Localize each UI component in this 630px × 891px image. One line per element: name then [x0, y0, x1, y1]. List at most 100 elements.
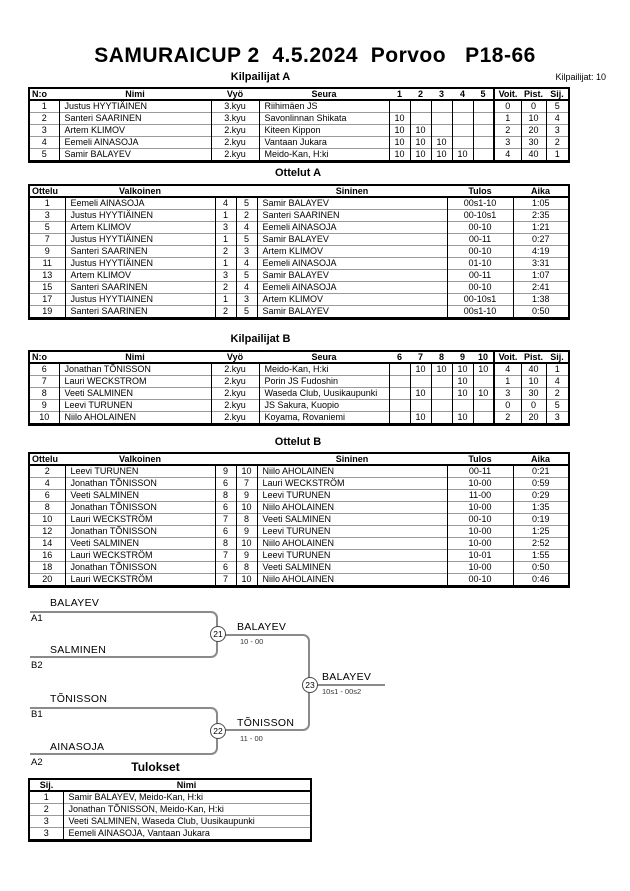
white-player: Santeri SAARINEN	[65, 305, 216, 319]
white-player: Lauri WECKSTRÖM	[65, 549, 216, 562]
header-row: Ottelu Valkoinen Sininen Tulos Aika	[29, 185, 569, 198]
match-number: 22	[213, 726, 223, 736]
score-cell: 10	[389, 112, 411, 125]
competitor-club: Koyama, Rovaniemi	[259, 411, 390, 425]
match-result: 00-11	[447, 233, 514, 246]
white-player: Jonathan TÕNISSON	[65, 477, 216, 490]
match-no: 14	[29, 537, 66, 550]
final-winner: BALAYEV	[322, 671, 372, 683]
match-time: 0:59	[513, 477, 569, 490]
blue-no: 4	[236, 221, 258, 234]
result-place: 3	[29, 815, 64, 828]
kilpailijat-a-table: N:o Nimi Vyö Seura 1 2 3 4 5 Voit. Pist.…	[28, 87, 570, 163]
col-wins: Voit.	[493, 351, 521, 364]
score-cell	[452, 112, 474, 125]
score-cell	[431, 387, 453, 400]
final-winner-line	[310, 684, 385, 686]
blue-player: Veeti SALMINEN	[257, 513, 448, 526]
finals-bracket: BALAYEV A1 SALMINEN B2 BALAYEV 10 - 00 2…	[0, 595, 630, 768]
white-no: 6	[215, 477, 237, 490]
match-row: 10 Lauri WECKSTRÖM 7 8 Veeti SALMINEN 00…	[29, 513, 569, 526]
bracket-player-name: TÕNISSON	[50, 693, 108, 705]
result-place: 3	[29, 827, 64, 841]
match-row: 19 Santeri SAARINEN 2 5 Samir BALAYEV 00…	[29, 305, 569, 319]
score-cell	[473, 112, 495, 125]
col-result: Tulos	[447, 453, 513, 466]
score-cell: 10	[410, 411, 432, 425]
match-result: 00-10	[447, 573, 514, 587]
participants-count: Kilpailijat: 10	[555, 72, 606, 82]
match-row: 11 Justus HYYTIÄINEN 1 4 Eemeli AINASOJA…	[29, 257, 569, 270]
competitor-no: 1	[29, 99, 60, 113]
competitor-name: Santeri SAARINEN	[59, 112, 212, 125]
white-player: Lauri WECKSTRÖM	[65, 513, 216, 526]
competitor-row: 3 Artem KLIMOV 2.kyu Kiteen Kippon 10 10…	[29, 124, 569, 137]
score-cell	[431, 375, 453, 388]
score-cell	[452, 399, 474, 412]
match-row: 1 Eemeli AINASOJA 4 5 Samir BALAYEV 00s1…	[29, 196, 569, 210]
col-white: Valkoinen	[65, 453, 215, 466]
match-time: 2:41	[513, 281, 569, 294]
match-time: 1:55	[513, 549, 569, 562]
col-club: Seura	[259, 351, 389, 364]
white-player: Justus HYYTIÄINEN	[65, 257, 216, 270]
competitor-wins: 2	[493, 124, 522, 137]
match-no: 4	[29, 477, 66, 490]
result-place: 2	[29, 803, 64, 816]
match-time: 0:50	[513, 561, 569, 574]
match-result: 11-00	[447, 489, 514, 502]
score-cell	[410, 399, 432, 412]
white-player: Leevi TURUNEN	[65, 464, 216, 478]
score-cell: 10	[473, 362, 495, 376]
col-wins: Voit.	[493, 88, 521, 101]
score-cell: 10	[452, 148, 474, 162]
match-result: 00-10s1	[447, 209, 514, 222]
blue-player: Niilo AHOLAINEN	[257, 573, 448, 587]
ottelut-b-table: Ottelu Valkoinen Sininen Tulos Aika 2 Le…	[28, 452, 570, 588]
white-no: 1	[215, 209, 237, 222]
col-opp-10: 10	[473, 351, 494, 364]
match-time: 4:19	[513, 245, 569, 258]
score-cell	[389, 387, 411, 400]
match-time: 1:21	[513, 221, 569, 234]
competitor-name: Justus HYYTIÄINEN	[59, 99, 212, 113]
score-cell	[431, 399, 453, 412]
match-row: 4 Jonathan TÕNISSON 6 7 Lauri WECKSTRÖM …	[29, 477, 569, 490]
score-cell	[452, 124, 474, 137]
white-no: 1	[215, 257, 237, 270]
blue-player: Leevi TURUNEN	[257, 525, 448, 538]
match-no: 15	[29, 281, 66, 294]
score-cell	[389, 411, 411, 425]
competitor-belt: 2.kyu	[211, 411, 260, 425]
competitor-wins: 3	[493, 136, 522, 149]
competitor-no: 3	[29, 124, 60, 137]
score-cell	[431, 411, 453, 425]
score-cell	[431, 124, 453, 137]
match-time: 2:35	[513, 209, 569, 222]
competitor-wins: 4	[493, 362, 522, 376]
white-player: Artem KLIMOV	[65, 269, 216, 282]
competitor-wins: 1	[493, 375, 522, 388]
white-no: 6	[215, 561, 237, 574]
result-row: 3 Eemeli AINASOJA, Vantaan Jukara	[29, 827, 311, 841]
col-opp-8: 8	[431, 351, 452, 364]
page-title: SAMURAICUP 2 4.5.2024 Porvoo P18-66	[94, 44, 536, 67]
blue-no: 3	[236, 293, 258, 306]
tulokset-table: Sij. Nimi 1 Samir BALAYEV, Meido-Kan, H:…	[28, 778, 312, 842]
blue-no: 5	[236, 269, 258, 282]
match-time: 2:52	[513, 537, 569, 550]
blue-no: 2	[236, 209, 258, 222]
semifinal-2-score: 11 - 00	[240, 734, 263, 743]
result-name: Eemeli AINASOJA, Vantaan Jukara	[63, 827, 311, 841]
white-no: 1	[215, 233, 237, 246]
col-points: Pist.	[521, 351, 546, 364]
match-result: 10-00	[447, 477, 514, 490]
competitor-belt: 2.kyu	[211, 136, 260, 149]
col-belt: Vyö	[211, 351, 259, 364]
match-no: 20	[29, 573, 66, 587]
blue-player: Niilo AHOLAINEN	[257, 537, 448, 550]
blue-player: Santeri SAARINEN	[257, 209, 448, 222]
col-time: Aika	[513, 185, 569, 198]
competitor-belt: 2.kyu	[211, 387, 260, 400]
